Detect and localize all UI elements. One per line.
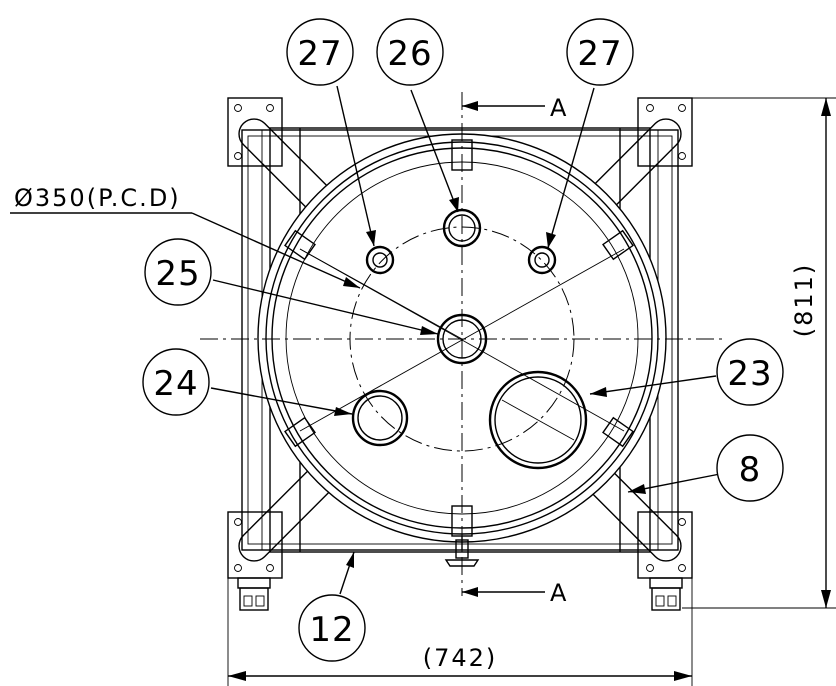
- height-dimension-text: (811): [790, 263, 818, 338]
- section-a-bottom: A: [462, 579, 568, 607]
- balloon-24-text: 24: [153, 364, 198, 404]
- nozzle-26: [442, 208, 482, 248]
- corner-plate-top-left: [227, 97, 283, 167]
- balloon-12-text: 12: [309, 610, 354, 650]
- balloon-12: 12: [298, 594, 366, 662]
- caster-right: [649, 577, 683, 611]
- balloon-25-text: 25: [155, 254, 200, 294]
- balloon-8-text: 8: [739, 450, 762, 490]
- pcd-dimension-text: Ø350(P.C.D): [14, 184, 181, 212]
- balloon-27-left-text: 27: [297, 34, 342, 74]
- balloon-23-text: 23: [727, 354, 772, 394]
- corner-plate-top-right: [637, 97, 693, 167]
- balloon-27-right-text: 27: [577, 34, 622, 74]
- caster-left: [237, 577, 271, 611]
- nozzle-27-left: [365, 245, 395, 275]
- balloon-8: 8: [716, 434, 784, 502]
- balloon-27-left: 27: [286, 18, 354, 86]
- section-label-top: A: [550, 94, 568, 122]
- nozzle-23: [488, 370, 588, 470]
- corner-plate-bottom-left: [227, 511, 283, 579]
- leader-lines: [210, 85, 721, 595]
- dimension-width: (742): [227, 578, 693, 686]
- balloon-27-right: 27: [566, 18, 634, 86]
- width-dimension-text: (742): [423, 644, 498, 672]
- dimension-pcd: Ø350(P.C.D): [10, 184, 361, 289]
- section-label-bottom: A: [550, 579, 568, 607]
- balloon-26: 26: [376, 18, 444, 86]
- balloon-23: 23: [716, 338, 784, 406]
- nozzle-25: [436, 313, 488, 365]
- balloon-26-text: 26: [387, 34, 432, 74]
- dimension-height: (811): [682, 97, 836, 609]
- section-a-top: A: [462, 94, 568, 122]
- centerlines: [200, 92, 722, 596]
- corner-plate-bottom-right: [637, 511, 693, 579]
- nozzle-24: [351, 389, 409, 447]
- nozzle-27-right: [527, 245, 557, 275]
- balloon-24: 24: [142, 348, 210, 416]
- balloon-25: 25: [144, 238, 212, 306]
